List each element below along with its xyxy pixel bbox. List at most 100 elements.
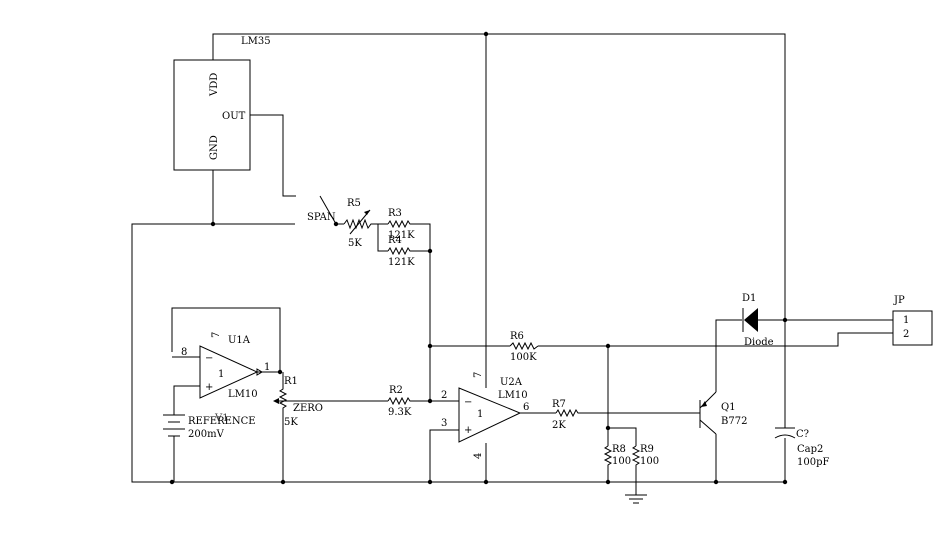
u2a-pin3: 3 bbox=[441, 418, 447, 429]
cap-plate-bottom bbox=[774, 434, 796, 439]
junction-dot bbox=[483, 479, 489, 485]
resistor-r6: R6 100K bbox=[509, 331, 539, 363]
r4-zigzag bbox=[387, 246, 412, 256]
wire-q1-emitter bbox=[715, 319, 742, 392]
r9-zigzag bbox=[631, 445, 641, 466]
potentiometer-r1: R1 5K bbox=[273, 372, 298, 428]
u2a-unit: 1 bbox=[477, 409, 483, 420]
junction-dot bbox=[605, 479, 611, 485]
capacitor-c: C? Cap2 100pF bbox=[774, 427, 829, 468]
wire-r8r9-top bbox=[608, 427, 637, 446]
r1-ref: R1 bbox=[284, 376, 298, 387]
u1a-ref: U1A bbox=[228, 335, 251, 346]
cap-part: Cap2 bbox=[797, 444, 823, 455]
wire-r5-to-r3 bbox=[374, 223, 388, 252]
junctions bbox=[169, 31, 788, 485]
r5-value: 5K bbox=[348, 238, 362, 249]
u2a-plus: + bbox=[464, 425, 472, 436]
junction-dot bbox=[713, 479, 719, 485]
transistor-q1: Q1 B772 bbox=[699, 391, 747, 435]
lm35-body bbox=[173, 59, 251, 171]
junction-dot bbox=[427, 343, 433, 349]
junction-dot bbox=[277, 369, 283, 375]
r4-value: 121K bbox=[388, 257, 415, 268]
u1a-pin7: 7 bbox=[211, 332, 222, 338]
u2a-part: LM10 bbox=[498, 390, 528, 401]
r5-zigzag bbox=[343, 218, 374, 230]
wire-lm35-out bbox=[250, 114, 296, 197]
wire-top-rail bbox=[212, 33, 786, 320]
q1-ref: Q1 bbox=[721, 402, 736, 413]
junction-dot bbox=[427, 398, 433, 404]
r6-value: 100K bbox=[510, 352, 537, 363]
r7-ref: R7 bbox=[552, 399, 566, 410]
r2-zigzag bbox=[387, 396, 412, 406]
r1-wiper-arrow bbox=[273, 398, 279, 404]
d1-part: Diode bbox=[744, 337, 774, 348]
d1-triangle bbox=[744, 308, 758, 332]
q1-emitter-arrow bbox=[701, 401, 707, 407]
junction-dot bbox=[169, 479, 175, 485]
opamp-u2a: − + 1 U2A LM10 2 3 6 7 4 bbox=[441, 372, 529, 459]
r2-value: 9.3K bbox=[388, 407, 412, 418]
r8-value: 100 bbox=[612, 456, 631, 467]
resistor-r7: R7 2K bbox=[552, 399, 580, 431]
r3-zigzag bbox=[387, 219, 412, 229]
junction-dot bbox=[210, 221, 216, 227]
ground-symbol bbox=[625, 494, 647, 504]
r8-zigzag bbox=[603, 445, 613, 466]
r8-ref: R8 bbox=[612, 444, 626, 455]
u2a-pin6: 6 bbox=[523, 402, 529, 413]
u1a-pin8: 8 bbox=[181, 347, 187, 358]
jp-pin2: 2 bbox=[903, 329, 909, 340]
wire-r3-right bbox=[412, 223, 431, 251]
jp-pin1: 1 bbox=[903, 315, 909, 326]
diode-d1: D1 Diode bbox=[742, 293, 774, 348]
v1-value: 200mV bbox=[188, 429, 225, 440]
resistor-r9: R9 100 bbox=[631, 444, 659, 467]
resistor-r2: R2 9.3K bbox=[387, 385, 412, 418]
junction-dot bbox=[605, 343, 611, 349]
wire-span-switch bbox=[319, 195, 337, 225]
jp-body bbox=[892, 310, 933, 346]
u2a-pin2: 2 bbox=[441, 390, 447, 401]
r5-ref: R5 bbox=[347, 198, 361, 209]
r3-value: 121K bbox=[388, 230, 415, 241]
r9-value: 100 bbox=[640, 456, 659, 467]
lm35-label: LM35 bbox=[241, 36, 271, 47]
u1a-part: LM10 bbox=[228, 389, 258, 400]
u1a-plus: + bbox=[205, 382, 213, 393]
u1a-triangle bbox=[199, 345, 259, 399]
q1-part: B772 bbox=[721, 416, 747, 427]
u2a-pin7: 7 bbox=[473, 372, 484, 378]
u2a-ref: U2A bbox=[500, 377, 523, 388]
r5-arrowhead bbox=[364, 210, 370, 215]
wire-u1-feedback bbox=[171, 307, 281, 372]
u2a-triangle bbox=[458, 387, 522, 443]
u2a-pin4: 4 bbox=[473, 453, 484, 459]
resistor-r3: R3 121K bbox=[387, 208, 415, 241]
lm35-sensor: LM35 VDD OUT GND bbox=[173, 36, 271, 171]
junction-dot bbox=[483, 31, 489, 37]
r2-ref: R2 bbox=[389, 385, 403, 396]
junction-dot bbox=[782, 479, 788, 485]
junction-dot bbox=[427, 479, 433, 485]
resistor-r5: R5 5K bbox=[343, 198, 374, 249]
r4-ref: R4 bbox=[388, 235, 402, 246]
cap-value: 100pF bbox=[797, 457, 829, 468]
r7-zigzag bbox=[555, 408, 580, 418]
wire-r6-right bbox=[538, 332, 893, 347]
lm35-out-label: OUT bbox=[222, 111, 246, 122]
junction-dot bbox=[333, 221, 339, 227]
reference-source-v1: V1 REFERENCE 200mV bbox=[163, 413, 256, 440]
u2a-minus: − bbox=[464, 397, 472, 408]
r7-value: 2K bbox=[552, 420, 566, 431]
junction-dot bbox=[782, 317, 788, 323]
q1-collector-leg bbox=[699, 419, 717, 435]
junction-dot bbox=[427, 248, 433, 254]
v1-label: REFERENCE bbox=[188, 416, 256, 427]
connector-jp: JP 1 2 bbox=[892, 295, 933, 346]
lm35-vdd-label: VDD bbox=[209, 73, 220, 97]
r1-value: 5K bbox=[284, 417, 298, 428]
